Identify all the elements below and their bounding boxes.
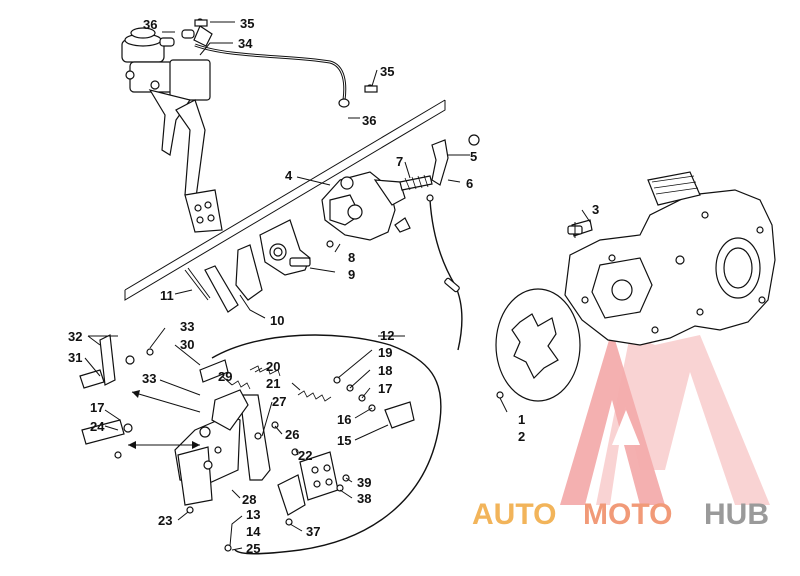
brake-pads [184,244,263,313]
callout-17a: 17 [378,381,392,396]
callout-35b: 35 [380,64,394,79]
callout-39: 39 [357,475,371,490]
callout-36b: 36 [362,113,376,128]
reference-arrows [128,390,201,449]
caliper-lever [399,134,480,191]
callout-35a: 35 [240,16,254,31]
callout-26: 26 [285,427,299,442]
callout-5: 5 [470,149,477,164]
transmission-housing [564,171,776,346]
callout-17b: 17 [90,400,104,415]
callout-30: 30 [180,337,194,352]
callout-1: 1 [518,412,525,427]
callout-8: 8 [348,250,355,265]
callout-38: 38 [357,491,371,506]
callout-27: 27 [272,394,286,409]
callout-22: 22 [298,448,312,463]
bolt [567,222,583,238]
callout-29: 29 [218,369,232,384]
callout-31: 31 [68,350,82,365]
callout-32: 32 [68,329,82,344]
watermark-logo-mark [560,330,770,505]
callout-33a: 33 [180,319,194,334]
watermark-hub: HUB [704,498,769,531]
callout-labels: 35 36 34 35 36 4 7 5 6 3 8 9 11 10 32 33… [68,16,599,556]
caliper-group-outline [124,99,446,301]
brake-cable [211,194,463,555]
callout-11: 11 [160,288,174,303]
leader-lines [84,21,591,551]
callout-4: 4 [285,168,293,183]
callout-25: 25 [246,541,260,556]
callout-12: 12 [380,328,394,343]
callout-19: 19 [378,345,392,360]
callout-16: 16 [337,412,351,427]
callout-37: 37 [306,524,320,539]
callout-9: 9 [348,267,355,282]
callout-33b: 33 [142,371,156,386]
callout-3: 3 [592,202,599,217]
watermark-moto: MOTO [583,498,672,531]
callout-15: 15 [337,433,351,448]
master-cylinder-assembly [121,25,223,233]
pedal-bracket-assembly [79,334,415,552]
callout-14: 14 [246,524,261,539]
brake-hose [194,18,378,108]
callout-23: 23 [158,513,172,528]
brake-disc [495,288,581,402]
callout-24: 24 [90,419,105,434]
callout-36a: 36 [143,17,157,32]
callout-21: 21 [266,376,280,391]
callout-6: 6 [466,176,473,191]
watermark-auto: AUTO [472,498,556,531]
callout-28: 28 [242,492,256,507]
callout-18: 18 [378,363,392,378]
brake-caliper [259,171,411,276]
watermark-text: AUTO MOTO HUB [472,498,769,531]
callout-10: 10 [270,313,284,328]
callout-2: 2 [518,429,525,444]
callout-13: 13 [246,507,260,522]
callout-7: 7 [396,154,403,169]
callout-20: 20 [266,359,280,374]
callout-34: 34 [238,36,253,51]
